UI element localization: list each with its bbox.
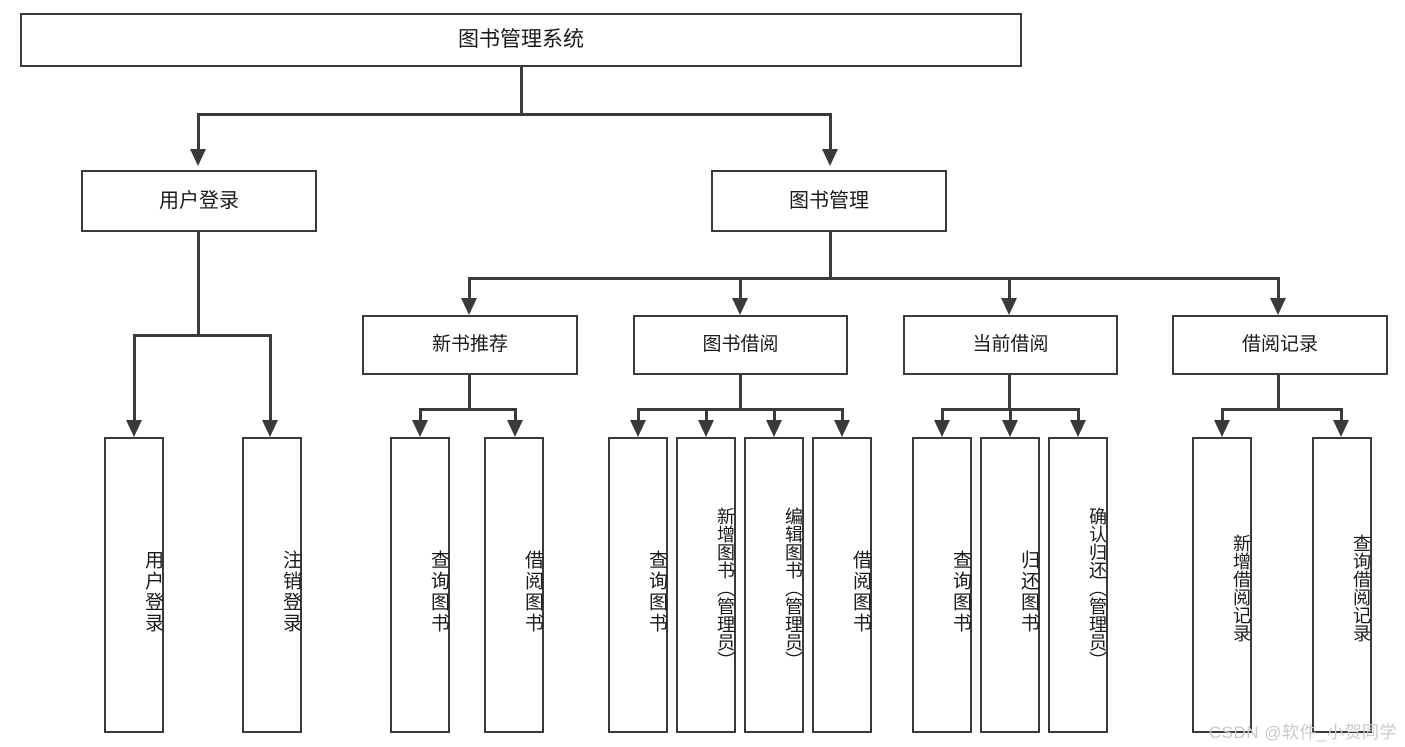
node-new-book-recommend[interactable]: 新书推荐 [362, 315, 578, 375]
node-label: 查询图书 [950, 550, 971, 634]
leaf-confirm-return-admin[interactable]: 确认归还（管理员） [1048, 437, 1108, 733]
edge-current-to-leaf2 [1009, 408, 1012, 420]
arrowhead-record-leaf2 [1333, 420, 1349, 437]
node-label: 用户登录 [142, 550, 163, 634]
arrowhead-borrow-leaf2 [698, 420, 714, 437]
leaf-query-book-current[interactable]: 查询图书 [912, 437, 972, 733]
node-label: 查询图书 [646, 550, 667, 634]
edge-new-stem [468, 375, 471, 410]
node-label: 查询借阅记录 [1351, 534, 1371, 642]
edge-bookmgmt-stem [829, 232, 832, 279]
node-borrow-record[interactable]: 借阅记录 [1172, 315, 1388, 375]
leaf-return-book[interactable]: 归还图书 [980, 437, 1040, 733]
arrowhead-record-leaf1 [1214, 420, 1230, 437]
leaf-add-book-admin[interactable]: 新增图书（管理员） [676, 437, 736, 733]
node-label: 新增借阅记录 [1231, 534, 1251, 642]
leaf-query-borrow-record[interactable]: 查询借阅记录 [1312, 437, 1372, 733]
node-label: 借阅记录 [1241, 334, 1318, 356]
arrowhead-borrow-leaf4 [834, 420, 850, 437]
node-label: 图书借阅 [702, 334, 779, 356]
node-label: 图书管理 [789, 189, 869, 212]
arrowhead-current-leaf2 [1002, 420, 1018, 437]
node-label: 确认归还（管理员） [1087, 507, 1107, 669]
arrowhead-l2-borrow [732, 298, 748, 315]
node-label: 编辑图书（管理员） [783, 507, 803, 669]
node-label: 借阅图书 [850, 550, 871, 634]
watermark: CSDN @软件_小贺同学 [1208, 723, 1397, 742]
edge-login-bus [133, 334, 272, 337]
node-book-management[interactable]: 图书管理 [711, 170, 947, 232]
edge-borrow-stem [739, 375, 742, 410]
leaf-add-borrow-record[interactable]: 新增借阅记录 [1192, 437, 1252, 733]
edge-login-stem [197, 232, 200, 336]
edge-bookmgmt-to-record [1277, 277, 1280, 298]
arrowhead-login-leaf2 [262, 420, 278, 437]
arrowhead-borrow-leaf1 [630, 420, 646, 437]
edge-borrow-to-leaf4 [841, 408, 844, 420]
edge-record-stem [1277, 375, 1280, 410]
node-label: 借阅图书 [522, 550, 543, 634]
edge-borrow-bus [637, 408, 843, 411]
edge-bookmgmt-to-new [468, 277, 471, 298]
edge-root-to-bookmgmt [829, 113, 832, 149]
edge-record-to-leaf2 [1340, 408, 1343, 420]
node-label: 图书管理系统 [458, 27, 584, 51]
edge-bookmgmt-bus [468, 277, 1280, 280]
arrowhead-new-leaf2 [507, 420, 523, 437]
arrowhead-login-leaf1 [126, 420, 142, 437]
arrowhead-current-leaf3 [1070, 420, 1086, 437]
edge-bookmgmt-to-borrow [739, 277, 742, 298]
arrowhead-borrow-leaf3 [766, 420, 782, 437]
arrowhead-new-leaf1 [412, 420, 428, 437]
edge-login-to-leaf2 [269, 334, 272, 420]
edge-current-to-leaf3 [1077, 408, 1080, 420]
leaf-edit-book-admin[interactable]: 编辑图书（管理员） [744, 437, 804, 733]
node-label: 新书推荐 [431, 334, 508, 356]
arrowhead-l2-record [1270, 298, 1286, 315]
leaf-borrow-book-new[interactable]: 借阅图书 [484, 437, 544, 733]
arrowhead-to-login [190, 149, 206, 166]
edge-login-to-leaf1 [133, 334, 136, 420]
edge-borrow-to-leaf1 [637, 408, 640, 420]
edge-new-to-leaf2 [514, 408, 517, 420]
node-label: 注销登录 [280, 550, 301, 634]
edge-borrow-to-leaf2 [705, 408, 708, 420]
leaf-user-login[interactable]: 用户登录 [104, 437, 164, 733]
node-user-login[interactable]: 用户登录 [81, 170, 317, 232]
edge-borrow-to-leaf3 [773, 408, 776, 420]
node-label: 归还图书 [1018, 550, 1039, 634]
edge-record-bus [1221, 408, 1343, 411]
edge-new-bus [419, 408, 517, 411]
node-book-borrow[interactable]: 图书借阅 [633, 315, 848, 375]
edge-root-bus [197, 113, 832, 116]
node-label: 用户登录 [159, 189, 239, 212]
node-root-system[interactable]: 图书管理系统 [20, 13, 1022, 67]
leaf-logout[interactable]: 注销登录 [242, 437, 302, 733]
node-label: 新增图书（管理员） [715, 507, 735, 669]
leaf-query-book-new[interactable]: 查询图书 [390, 437, 450, 733]
edge-new-to-leaf1 [419, 408, 422, 420]
node-label: 查询图书 [428, 550, 449, 634]
edge-bookmgmt-to-current [1008, 277, 1011, 298]
edge-root-to-login [197, 113, 200, 149]
edge-current-to-leaf1 [941, 408, 944, 420]
edge-record-to-leaf1 [1221, 408, 1224, 420]
leaf-query-book-borrow[interactable]: 查询图书 [608, 437, 668, 733]
arrowhead-to-bookmgmt [822, 149, 838, 166]
node-label: 当前借阅 [972, 334, 1049, 356]
arrowhead-current-leaf1 [934, 420, 950, 437]
node-current-borrow[interactable]: 当前借阅 [903, 315, 1118, 375]
edge-root-stem [520, 67, 523, 115]
arrowhead-l2-new [461, 298, 477, 315]
edge-current-stem [1008, 375, 1011, 410]
arrowhead-l2-current [1001, 298, 1017, 315]
leaf-borrow-book[interactable]: 借阅图书 [812, 437, 872, 733]
